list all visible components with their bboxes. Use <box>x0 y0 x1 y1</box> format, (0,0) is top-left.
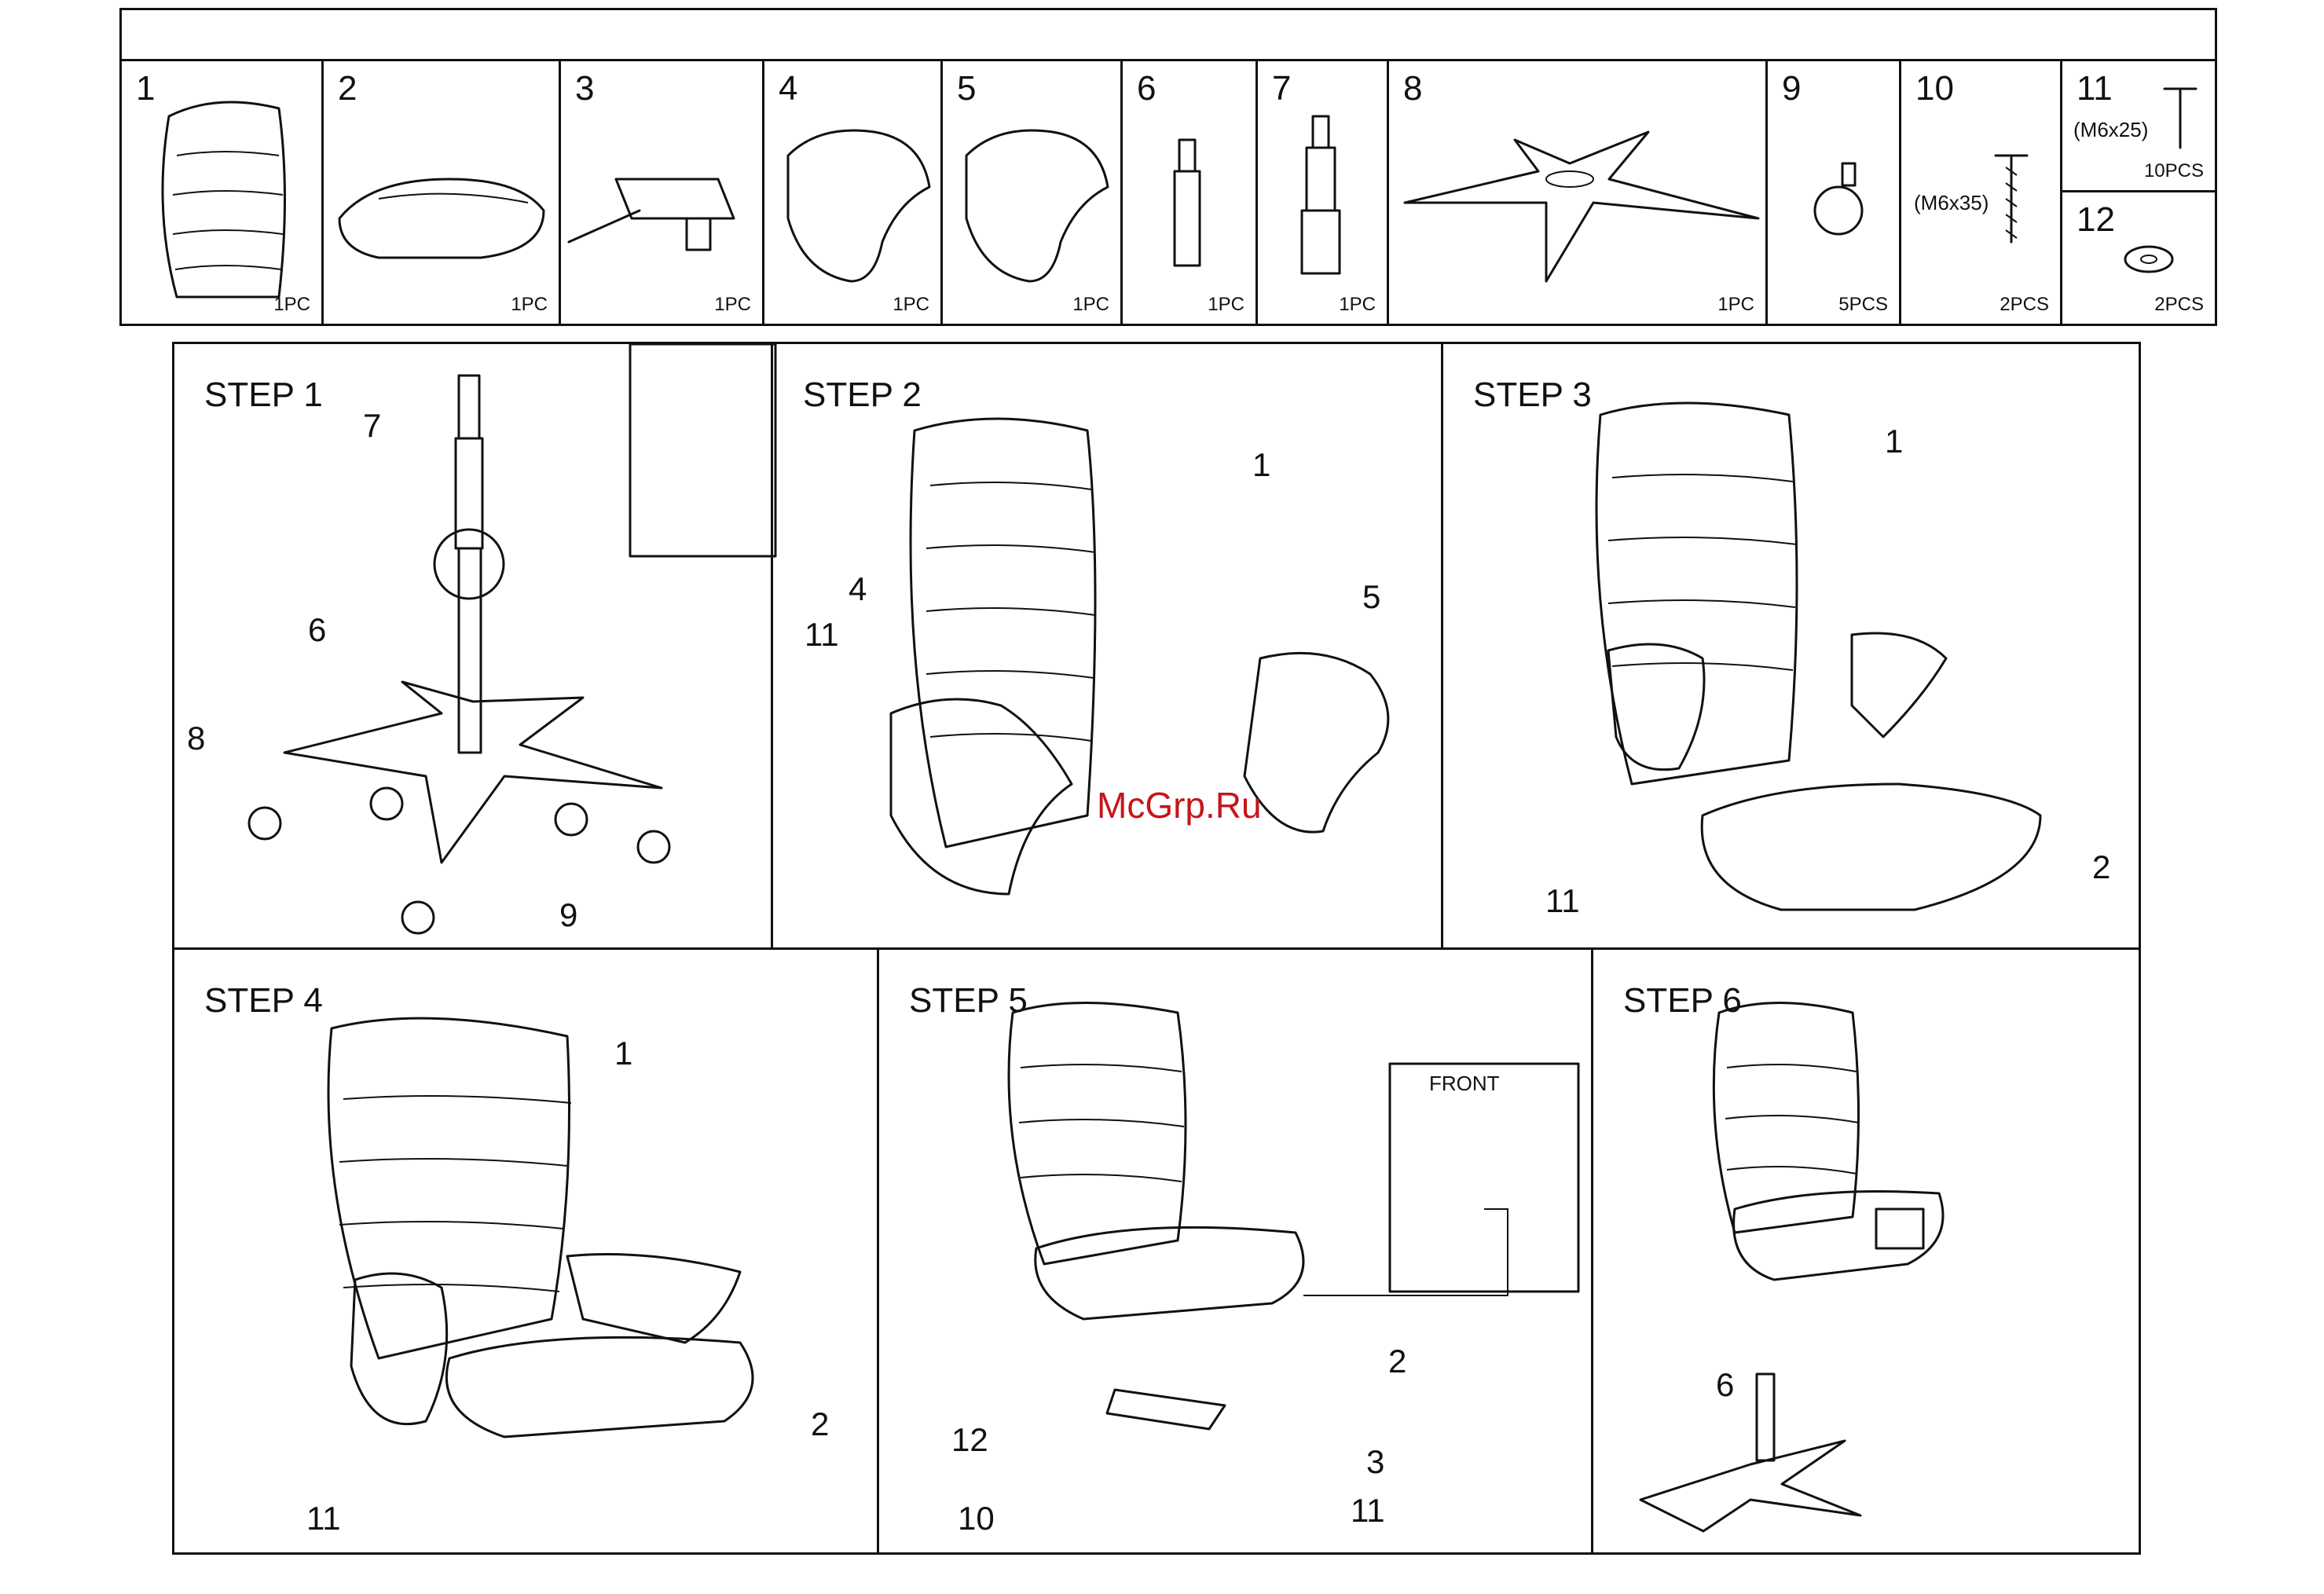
left-armrest-drawing <box>764 61 945 328</box>
part-quantity: 1PC <box>1208 294 1244 316</box>
step-3-drawing <box>1443 344 2143 952</box>
part-cell-12: 12 2PCS <box>2060 190 2217 326</box>
part-cell-3: 3 1PC <box>559 59 764 326</box>
part-quantity: 10PCS <box>2144 160 2204 182</box>
part-quantity: 1PC <box>1717 294 1754 316</box>
part-cell-2: 2 1PC <box>321 59 561 326</box>
part-quantity: 2PCS <box>2000 294 2049 316</box>
screw-m6x35-drawing <box>1901 61 2065 328</box>
callout-7: 7 <box>363 407 381 445</box>
step-1-panel: STEP 1 7 6 8 9 <box>172 342 773 950</box>
part-quantity: 2PCS <box>2154 294 2204 316</box>
step-2-panel: STEP 2 1 4 11 5 McGrp.Ru <box>771 342 1443 950</box>
part-cell-6: 6 1PC <box>1120 59 1258 326</box>
base-drawing <box>1389 61 1770 328</box>
step-6-drawing <box>1593 950 2143 1557</box>
callout-11: 11 <box>1545 882 1580 920</box>
callout-5: 5 <box>1362 578 1380 616</box>
part-cell-7: 7 1PC <box>1255 59 1389 326</box>
front-label: FRONT <box>1429 1072 1500 1096</box>
callout-2: 2 <box>2092 848 2110 886</box>
right-armrest-drawing <box>943 61 1125 328</box>
callout-6: 6 <box>308 611 326 649</box>
callout-8: 8 <box>187 720 205 757</box>
step-5-drawing <box>879 950 1596 1557</box>
step-5-panel: STEP 5 FRONT 2 12 3 10 11 <box>877 947 1593 1555</box>
part-cell-4: 4 1PC <box>762 59 943 326</box>
backrest-drawing <box>122 61 326 328</box>
part-quantity: 5PCS <box>1838 294 1888 316</box>
part-cell-5: 5 1PC <box>940 59 1123 326</box>
watermark: McGrp.Ru <box>1097 784 1262 826</box>
callout-1: 1 <box>1252 446 1270 484</box>
step-1-drawing <box>174 344 775 952</box>
part-cell-11: 11 (M6x25) 10PCS <box>2060 59 2217 192</box>
part-quantity: 1PC <box>714 294 751 316</box>
caster-drawing <box>1768 61 1904 328</box>
seat-drawing <box>324 61 563 328</box>
part-cell-1: 1 1PC <box>119 59 324 326</box>
callout-1: 1 <box>1885 423 1903 460</box>
callout-3: 3 <box>1366 1443 1384 1481</box>
part-quantity: 1PC <box>893 294 929 316</box>
callout-11: 11 <box>805 616 839 654</box>
callout-11: 11 <box>1351 1492 1385 1530</box>
mechanism-drawing <box>561 61 767 328</box>
callout-10: 10 <box>958 1500 995 1537</box>
callout-2: 2 <box>1388 1343 1406 1380</box>
callout-11: 11 <box>306 1500 341 1537</box>
callout-4: 4 <box>849 570 867 608</box>
step-4-panel: STEP 4 1 2 11 <box>172 947 879 1555</box>
callout-1: 1 <box>614 1035 632 1072</box>
part-cell-8: 8 1PC <box>1387 59 1768 326</box>
part-quantity: 1PC <box>1339 294 1376 316</box>
part-cell-10: 10 (M6x35) 2PCS <box>1899 59 2062 326</box>
part-quantity: 1PC <box>273 294 310 316</box>
header-banner <box>119 8 2217 61</box>
step-4-drawing <box>174 950 882 1557</box>
gas-lift-drawing <box>1258 61 1391 328</box>
step-2-drawing <box>773 344 1446 952</box>
part-quantity: 1PC <box>511 294 548 316</box>
lift-pin-drawing <box>1123 61 1260 328</box>
part-cell-9: 9 5PCS <box>1765 59 1901 326</box>
step-6-panel: STEP 6 6 <box>1591 947 2141 1555</box>
callout-2: 2 <box>811 1405 829 1443</box>
callout-12: 12 <box>951 1421 988 1459</box>
step-3-panel: STEP 3 1 11 2 <box>1441 342 2141 950</box>
callout-9: 9 <box>559 896 577 934</box>
callout-6: 6 <box>1716 1366 1734 1404</box>
part-quantity: 1PC <box>1072 294 1109 316</box>
